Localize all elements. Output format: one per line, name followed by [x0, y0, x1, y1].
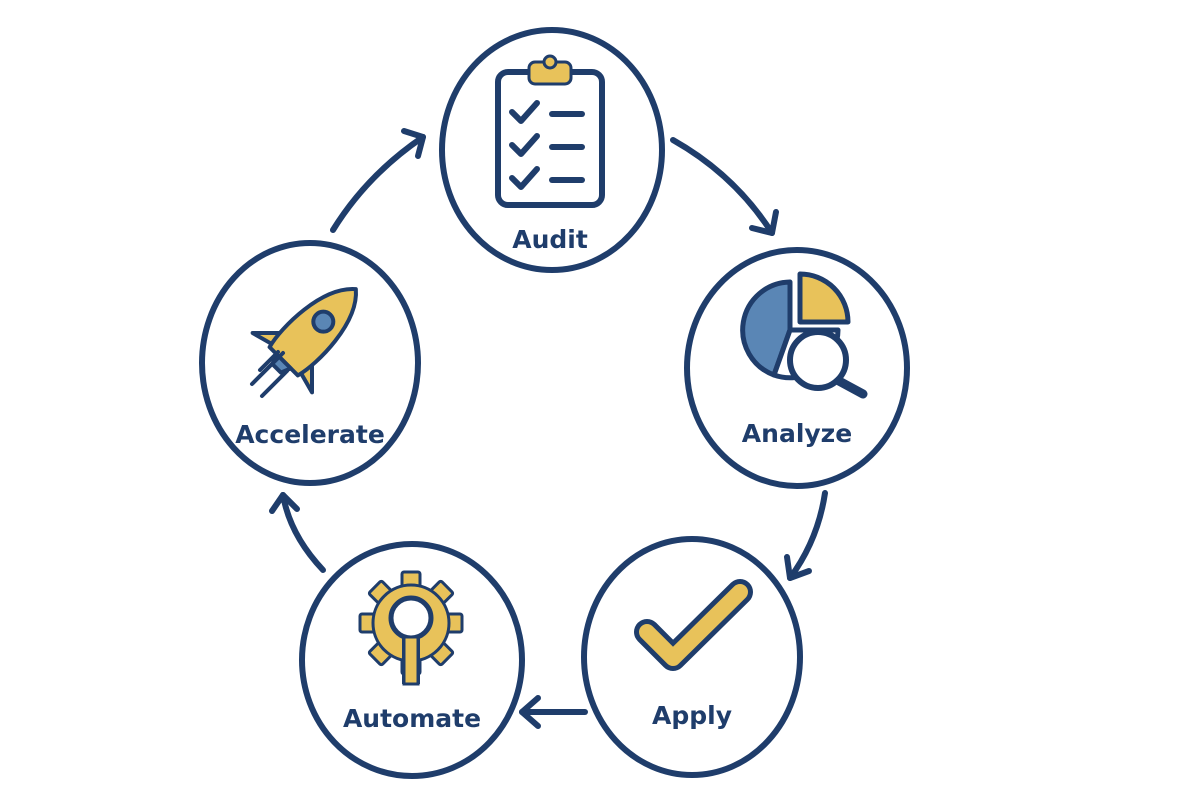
node-apply: Apply	[581, 536, 803, 778]
node-accelerate-label: Accelerate	[235, 420, 385, 449]
node-apply-label: Apply	[652, 701, 732, 730]
node-analyze-label: Analyze	[742, 419, 852, 448]
gear-bulb-icon	[358, 570, 464, 686]
arrow-automate-to-accelerate	[269, 492, 326, 573]
node-analyze: Analyze	[684, 247, 910, 489]
arrow-audit-to-analyze	[670, 137, 779, 236]
arrow-accelerate-to-audit	[330, 128, 426, 233]
node-automate-label: Automate	[343, 704, 481, 733]
arrow-apply-to-automate	[519, 695, 588, 729]
rocket-icon	[250, 287, 358, 398]
cycle-arrows	[269, 128, 828, 729]
pie-chart-magnifier-icon	[740, 271, 868, 399]
node-automate: Automate	[299, 541, 525, 779]
node-audit: Audit	[439, 27, 665, 273]
node-audit-label: Audit	[512, 225, 588, 254]
arrow-analyze-to-apply	[784, 490, 828, 581]
checkmark-icon	[634, 579, 753, 671]
node-accelerate: Accelerate	[199, 240, 421, 486]
clipboard-checklist-icon	[495, 54, 605, 208]
